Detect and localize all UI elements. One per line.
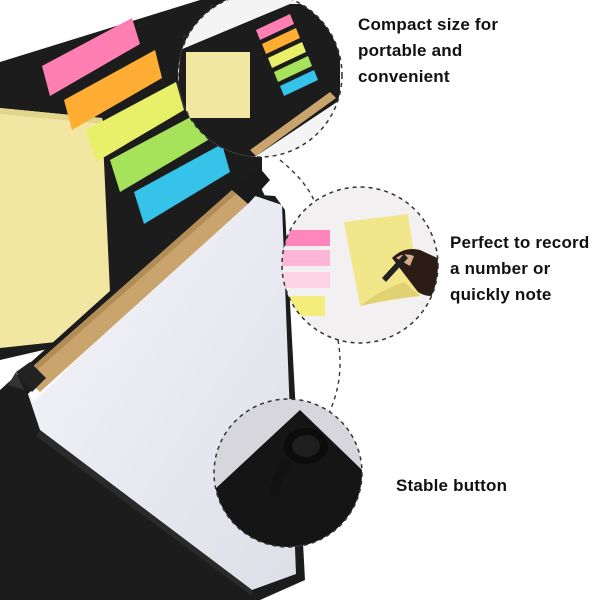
yellow-memo-pad [0, 108, 112, 348]
callout-line: Stable button [396, 476, 508, 495]
callout-button: Stable button [396, 473, 507, 499]
hand-writing [382, 249, 438, 296]
callout-line: quickly note [450, 285, 552, 304]
detail-circle-compact [177, 0, 343, 158]
sticky-flag-tabs [42, 18, 230, 224]
snap-button [269, 428, 328, 497]
callout-line: portable and [358, 41, 463, 60]
callout-compact: Compact size for portable and convenient [358, 12, 498, 90]
detail-circle-writing [281, 186, 439, 344]
callout-line: a number or [450, 259, 551, 278]
callout-line: Compact size for [358, 15, 499, 34]
callout-record: Perfect to record a number or quickly no… [450, 230, 589, 308]
ballpoint-pen [8, 166, 270, 392]
callout-line: convenient [358, 67, 450, 86]
detail-circle-button [213, 398, 363, 548]
callout-line: Perfect to record [450, 233, 590, 252]
